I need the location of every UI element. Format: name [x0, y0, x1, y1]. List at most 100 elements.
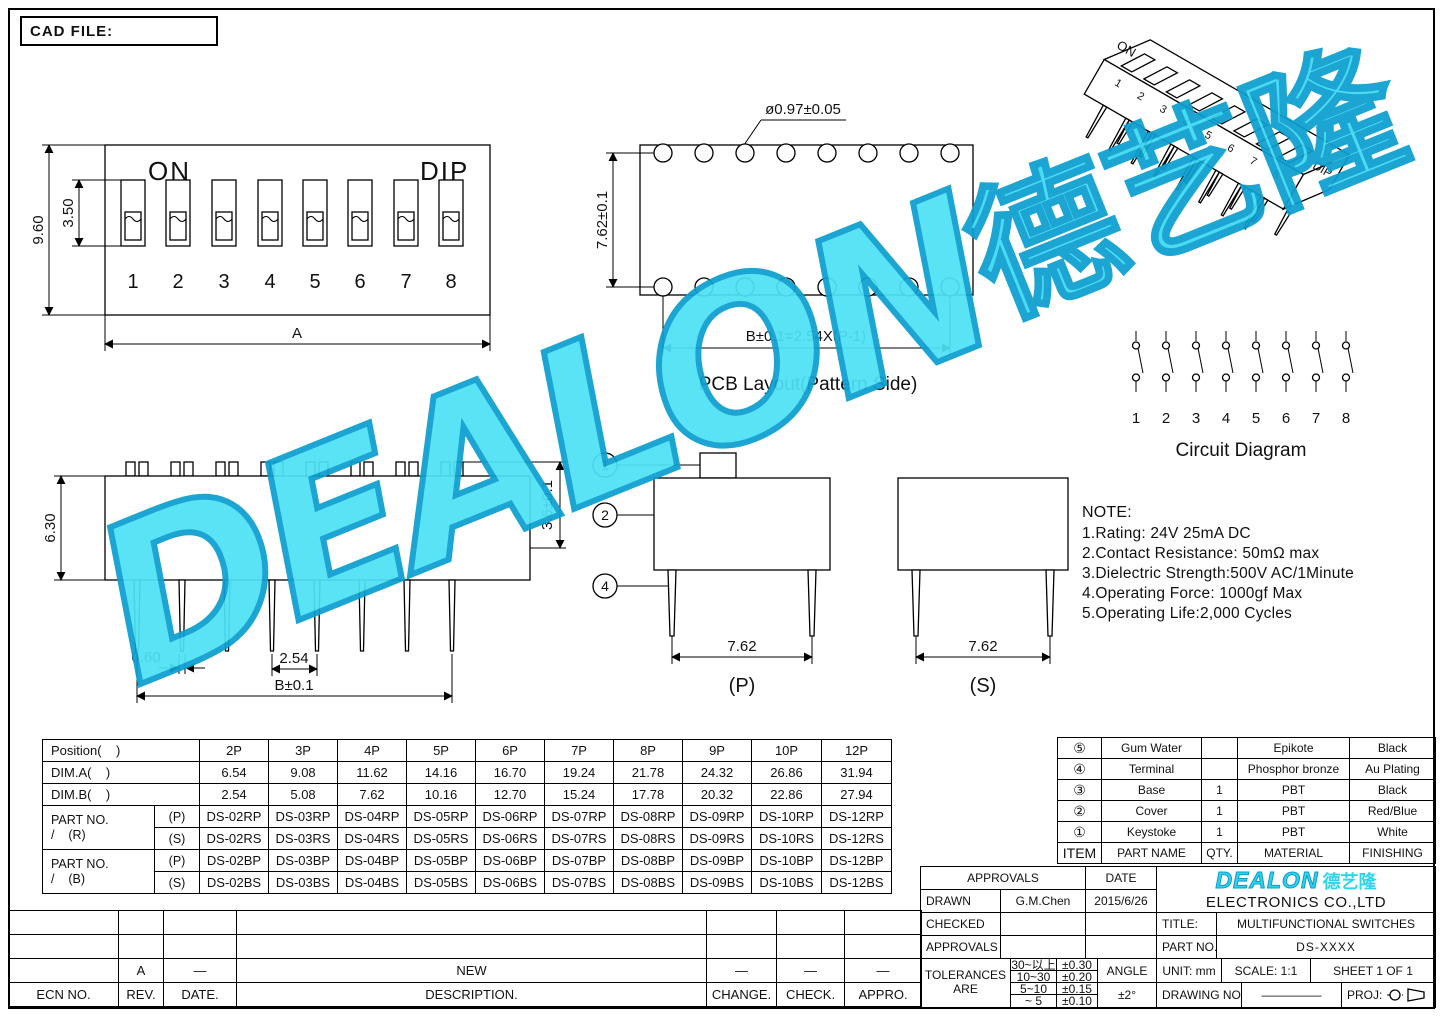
bom-cell: Phosphor bronze: [1237, 758, 1350, 780]
spec-dim-b-cell: 5.08: [268, 783, 339, 806]
note-line: 4.Operating Force: 1000gf Max: [1082, 585, 1303, 602]
revision-value-cell: —: [844, 958, 922, 983]
revision-empty-cell: [163, 910, 237, 935]
bom-cell: 1: [1201, 821, 1238, 843]
spec-dim-b-cell: 2.54: [199, 783, 270, 806]
note-title: NOTE:: [1082, 504, 1132, 521]
spec-dim-a-cell: 26.86: [751, 761, 823, 784]
spec-part-rp-cell: DS-08RP: [613, 805, 684, 828]
part-no-label-cell: PART NO.: [1156, 935, 1217, 959]
spec-part-rp-cell: DS-04RP: [337, 805, 408, 828]
spec-part-bs-cell: DS-12BS: [821, 871, 893, 894]
svg-text:7: 7: [400, 271, 411, 293]
revision-empty-cell: [118, 934, 164, 959]
spec-part-rs-cell: DS-03RS: [268, 827, 339, 850]
spec-sub-s-label: (S): [153, 871, 201, 894]
spec-dim-a-cell: 6.54: [199, 761, 270, 784]
logo-cn-text: 德艺隆: [1322, 871, 1377, 892]
iso-front-pins: [1085, 104, 1266, 230]
spec-part-bs-cell: DS-08BS: [613, 871, 684, 894]
svg-text:6: 6: [1282, 410, 1290, 427]
dim-actuator-height: 3.50: [60, 179, 121, 247]
svg-text:5: 5: [1202, 129, 1213, 142]
bom-cell: ①: [1057, 821, 1102, 843]
iso-right-face: [1281, 153, 1351, 211]
circuit-title: Circuit Diagram: [1176, 440, 1307, 461]
spec-part-bs-cell: DS-05BS: [406, 871, 477, 894]
spec-position-cell: 5P: [406, 739, 477, 762]
revision-empty-cell: [118, 910, 164, 935]
dim-hole-span: B±0.1=2.54X(P-1): [662, 296, 951, 355]
bom-cell: Gum Water: [1101, 737, 1202, 759]
spec-part-rp-cell: DS-07RP: [544, 805, 615, 828]
approvals-header-cell: APPROVALS: [920, 866, 1086, 890]
spec-dim-a-cell: 24.32: [682, 761, 753, 784]
date-header-cell: DATE: [1085, 866, 1157, 890]
svg-text:1: 1: [601, 457, 609, 473]
svg-text:3.50: 3.50: [60, 198, 77, 227]
spec-position-cell: 9P: [682, 739, 753, 762]
spec-part-bp-cell: DS-08BP: [613, 849, 684, 872]
revision-empty-cell: [844, 910, 922, 935]
revision-empty-cell: [8, 934, 119, 959]
spec-part-rs-cell: DS-04RS: [337, 827, 408, 850]
revision-empty-cell: [163, 934, 237, 959]
spec-dim-a-cell: 31.94: [821, 761, 893, 784]
svg-text:2: 2: [601, 507, 609, 523]
sheet-cell: SHEET 1 OF 1: [1310, 958, 1436, 983]
dim-s-pin-span: 7.62: [915, 636, 1051, 664]
tolerances-label-cell: TOLERANCES ARE: [920, 958, 1011, 1008]
svg-text:1: 1: [127, 271, 138, 293]
spec-part-bs-cell: DS-07BS: [544, 871, 615, 894]
svg-text:A: A: [292, 325, 302, 342]
spec-part-group-b-label: PART NO./ (B): [42, 849, 155, 894]
revision-value-cell: —: [706, 958, 777, 983]
svg-text:8: 8: [1270, 168, 1281, 181]
spec-position-cell: 7P: [544, 739, 615, 762]
spec-part-rp-cell: DS-10RP: [751, 805, 823, 828]
svg-text:4: 4: [1180, 116, 1191, 129]
spec-part-rs-cell: DS-09RS: [682, 827, 753, 850]
bom-cell: 1: [1201, 800, 1238, 822]
title-block: APPROVALS DATE DRAWN G.M.Chen 2015/6/26 …: [920, 866, 1436, 1008]
note-line: 1.Rating: 24V 25mA DC: [1082, 525, 1251, 542]
spec-part-bs-cell: DS-09BS: [682, 871, 753, 894]
callout-1: 1: [592, 452, 700, 478]
svg-text:3: 3: [1192, 410, 1200, 427]
projection-cell: PROJ:: [1341, 982, 1436, 1008]
checked-date-cell: [1085, 912, 1157, 936]
revision-table: A—NEW——— ECN NO.REV.DATE.DESCRIPTION.CHA…: [8, 910, 922, 1007]
revision-label-cell: DESCRIPTION.: [236, 982, 707, 1007]
note-line: 5.Operating Life:2,000 Cycles: [1082, 605, 1293, 622]
p-type-view-drawing: 1 2 4 7.62 (P): [592, 452, 831, 697]
spec-sub-s-label: (S): [153, 827, 201, 850]
revision-value-cell: —: [776, 958, 845, 983]
bom-cell: ⑤: [1057, 737, 1102, 759]
bom-header-cell: ITEM: [1057, 842, 1102, 864]
logo-en-text: DEALON: [1215, 866, 1319, 893]
checked-label-cell: CHECKED: [920, 912, 1001, 936]
svg-text:8: 8: [1342, 410, 1350, 427]
bom-cell: [1201, 758, 1238, 780]
s-view-body: [897, 477, 1069, 571]
spec-part-rs-cell: DS-12RS: [821, 827, 893, 850]
callout-2: 2: [592, 502, 654, 528]
revision-label-cell: DATE.: [163, 982, 237, 1007]
iso-switch-numbers: 1 2 3 4 5 6 7 8: [1112, 77, 1281, 181]
svg-text:4: 4: [264, 271, 275, 293]
spec-part-rs-cell: DS-08RS: [613, 827, 684, 850]
note-line: 3.Dielectric Strength:500V AC/1Minute: [1082, 565, 1354, 582]
spec-part-bp-cell: DS-05BP: [406, 849, 477, 872]
svg-text:6: 6: [354, 271, 365, 293]
spec-position-label: Position( ): [41, 739, 201, 762]
bom-cell: Cover: [1101, 800, 1202, 822]
spec-position-cell: 8P: [613, 739, 684, 762]
spec-position-cell: 10P: [751, 739, 823, 762]
bom-cell: ②: [1057, 800, 1102, 822]
pcb-outline: [639, 144, 974, 296]
spec-part-rs-cell: DS-02RS: [199, 827, 270, 850]
svg-text:6.30: 6.30: [42, 513, 59, 542]
spec-position-cell: 4P: [337, 739, 408, 762]
